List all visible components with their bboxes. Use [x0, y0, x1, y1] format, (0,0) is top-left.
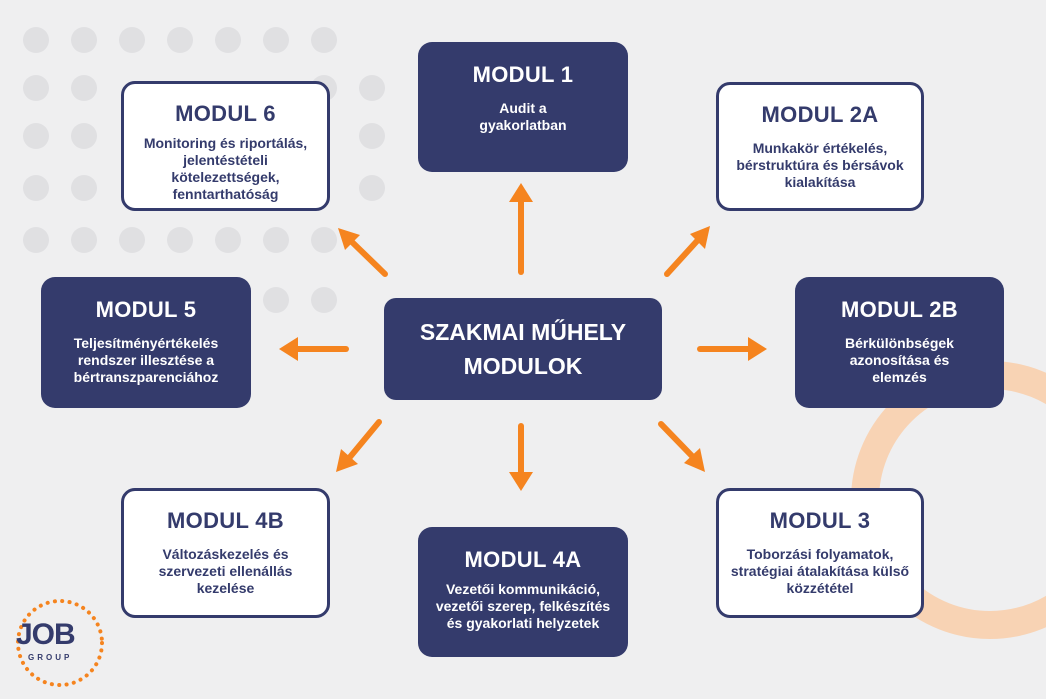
module-description: Munkakör értékelés, bérstruktúra és bérs…	[736, 140, 904, 190]
module-title: MODUL 4B	[167, 508, 284, 533]
module-title: MODUL 5	[95, 297, 197, 322]
module-title: MODUL 1	[472, 62, 574, 87]
module-description: Bérkülönbségek azonosítása és elemzés	[845, 335, 954, 385]
logo-sub-text: GROUP	[28, 653, 73, 662]
module-description: Toborzási folyamatok, stratégiai átalakí…	[730, 546, 910, 596]
center-title-line2: MODULOK	[463, 353, 583, 379]
module-4a-box: MODUL 4A Vezetői kommunikáció, vezetői s…	[418, 527, 628, 657]
module-title: MODUL 2A	[761, 102, 879, 127]
center-hub: SZAKMAI MŰHELY MODULOK	[384, 298, 662, 400]
center-title-line1: SZAKMAI MŰHELY	[419, 319, 627, 345]
module-4b-box: MODUL 4B Változáskezelés és szervezeti e…	[121, 488, 330, 618]
logo-ring	[16, 599, 104, 687]
module-description: Változáskezelés és szervezeti ellenállás…	[158, 546, 293, 596]
module-description: Teljesítményértékelés rendszer illesztés…	[73, 335, 219, 385]
module-title: MODUL 4A	[464, 547, 582, 572]
logo-main-text: JOB	[16, 618, 76, 651]
module-title: MODUL 2B	[841, 297, 958, 322]
job-group-logo: JOB GROUP	[14, 604, 104, 684]
module-2b-box: MODUL 2B Bérkülönbségek azonosítása és e…	[795, 277, 1004, 408]
dot-grid	[23, 27, 385, 313]
module-1-box: MODUL 1 Audit a gyakorlatban	[418, 42, 628, 172]
module-3-box: MODUL 3 Toborzási folyamatok, stratégiai…	[716, 488, 924, 618]
module-description: Monitoring és riportálás, jelentéstételi…	[143, 135, 308, 202]
module-title: MODUL 3	[769, 508, 871, 533]
module-description: Audit a gyakorlatban	[479, 100, 567, 133]
module-6-box: MODUL 6 Monitoring és riportálás, jelent…	[121, 81, 330, 211]
arrows	[279, 183, 767, 491]
module-title: MODUL 6	[175, 101, 276, 126]
module-description: Vezetői kommunikáció, vezetői szerep, fe…	[435, 581, 611, 631]
module-5-box: MODUL 5 Teljesítményértékelés rendszer i…	[41, 277, 251, 408]
module-2a-box: MODUL 2A Munkakör értékelés, bérstruktúr…	[716, 82, 924, 211]
